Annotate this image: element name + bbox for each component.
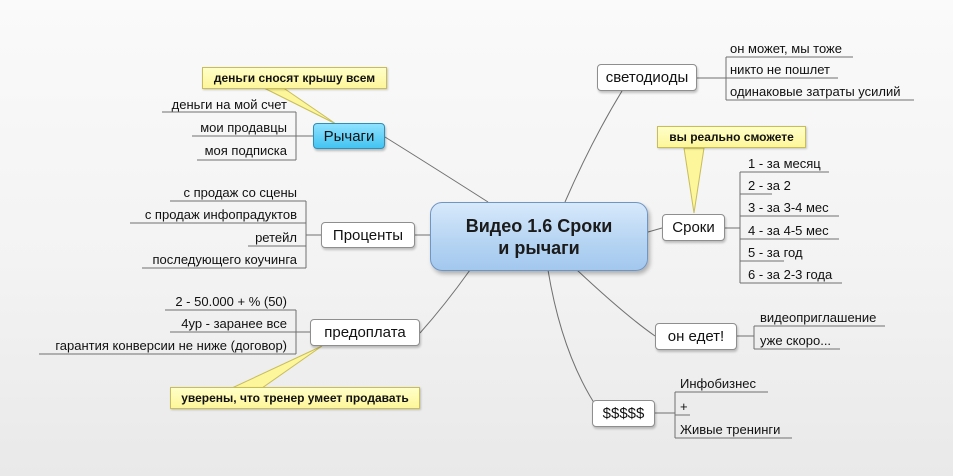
leaf-terms-5[interactable]: 5 - за год: [748, 245, 803, 260]
leaf-money-3[interactable]: Живые тренинги: [680, 422, 781, 437]
topic-leds[interactable]: светодиоды: [597, 64, 697, 91]
topic-prepay-label: предоплата: [324, 324, 406, 341]
leaf-leds-2[interactable]: никто не пошлет: [730, 62, 830, 77]
link-root-prepay: [419, 269, 471, 334]
topic-terms[interactable]: Сроки: [662, 214, 725, 241]
leaf-levers-3[interactable]: моя подписка: [204, 143, 287, 158]
leaf-terms-1[interactable]: 1 - за месяц: [748, 156, 821, 171]
leaf-coming-1[interactable]: видеоприглашение: [760, 310, 877, 325]
leaf-prepay-1[interactable]: 2 - 50.000 + % (50): [175, 294, 287, 309]
callout-terms[interactable]: вы реально сможете: [657, 126, 806, 148]
leaf-prepay-2[interactable]: 4ур - заранее все: [181, 316, 287, 331]
topic-levers[interactable]: Рычаги: [313, 123, 385, 149]
callout-levers[interactable]: деньги сносят крышу всем: [202, 67, 387, 89]
leaf-terms-4[interactable]: 4 - за 4-5 мес: [748, 223, 829, 238]
leaf-levers-1[interactable]: деньги на мой счет: [171, 97, 287, 112]
leaf-percents-4[interactable]: последующего коучинга: [152, 252, 297, 267]
topic-percents-label: Проценты: [332, 226, 404, 244]
callout-prepay[interactable]: уверены, что тренер умеет продавать: [170, 387, 420, 409]
leaf-terms-3[interactable]: 3 - за 3-4 мес: [748, 200, 829, 215]
topic-coming-label: он едет!: [667, 328, 725, 345]
topic-terms-label: Сроки: [672, 219, 715, 236]
topic-levers-label: Рычаги: [323, 127, 375, 145]
topic-money[interactable]: $$$$$: [592, 400, 655, 427]
callout-pointer-terms: [683, 147, 705, 214]
leaf-terms-2[interactable]: 2 - за 2: [748, 178, 791, 193]
topic-coming[interactable]: он едет!: [655, 323, 737, 350]
leaf-percents-1[interactable]: с продаж со сцены: [183, 185, 298, 200]
callout-prepay-text: уверены, что тренер умеет продавать: [181, 391, 409, 405]
central-topic-line1: Видео 1.6 Сроки: [465, 215, 613, 236]
central-topic[interactable]: Видео 1.6 Сроки и рычаги: [430, 202, 648, 271]
link-root-levers: [384, 136, 489, 203]
leaf-percents-3[interactable]: ретейл: [255, 230, 297, 245]
callout-terms-text: вы реально сможете: [669, 130, 794, 144]
leaf-terms-6[interactable]: 6 - за 2-3 года: [748, 267, 833, 282]
leaf-coming-2[interactable]: уже скоро...: [760, 333, 832, 348]
leaf-money-1[interactable]: Инфобизнес: [680, 376, 757, 391]
topic-prepay[interactable]: предоплата: [310, 319, 420, 346]
link-root-terms: [647, 227, 663, 233]
leaf-leds-3[interactable]: одинаковые затраты усилий: [730, 84, 901, 99]
central-topic-line2: и рычаги: [498, 237, 580, 258]
link-root-leds: [564, 90, 623, 203]
leaf-money-2[interactable]: +: [680, 399, 688, 414]
callout-levers-text: деньги сносят крышу всем: [213, 71, 376, 85]
topic-money-label: $$$$$: [602, 405, 645, 422]
leaf-levers-2[interactable]: мои продавцы: [200, 120, 287, 135]
link-root-coming: [576, 269, 656, 337]
leaf-leds-1[interactable]: он может, мы тоже: [730, 41, 842, 56]
leaf-percents-2[interactable]: с продаж инфопрадуктов: [144, 207, 297, 222]
link-root-money: [547, 269, 599, 410]
topic-percents[interactable]: Проценты: [321, 222, 415, 248]
leaf-prepay-3[interactable]: гарантия конверсии не ниже (договор): [55, 338, 287, 353]
topic-leds-label: светодиоды: [605, 69, 689, 86]
